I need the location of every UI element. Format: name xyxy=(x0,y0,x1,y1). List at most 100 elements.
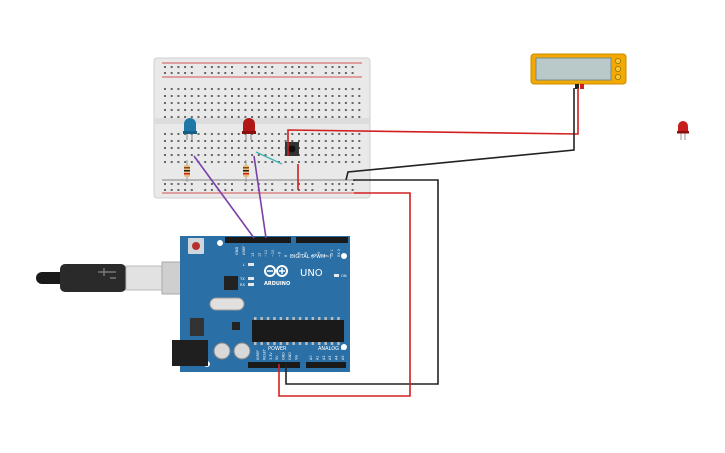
breadboard-hole[interactable] xyxy=(224,95,227,97)
breadboard-hole[interactable] xyxy=(318,154,321,156)
breadboard-hole[interactable] xyxy=(344,189,347,191)
breadboard-hole[interactable] xyxy=(304,109,307,111)
breadboard-hole[interactable] xyxy=(170,66,173,68)
breadboard-hole[interactable] xyxy=(298,189,300,191)
breadboard-hole[interactable] xyxy=(190,72,193,74)
breadboard-hole[interactable] xyxy=(184,95,187,97)
breadboard-hole[interactable] xyxy=(164,133,166,135)
breadboard-hole[interactable] xyxy=(164,140,166,142)
breadboard-hole[interactable] xyxy=(318,116,321,118)
breadboard-hole[interactable] xyxy=(271,109,274,111)
breadboard-hole[interactable] xyxy=(358,161,361,163)
breadboard-hole[interactable] xyxy=(184,109,187,111)
breadboard-hole[interactable] xyxy=(170,147,173,149)
breadboard-hole[interactable] xyxy=(204,88,207,90)
breadboard-hole[interactable] xyxy=(217,147,220,149)
breadboard-hole[interactable] xyxy=(231,66,233,68)
breadboard-hole[interactable] xyxy=(331,161,334,163)
breadboard-hole[interactable] xyxy=(237,102,240,104)
breadboard-hole[interactable] xyxy=(277,147,280,149)
breadboard-hole[interactable] xyxy=(177,189,180,191)
breadboard-hole[interactable] xyxy=(318,95,321,97)
breadboard-hole[interactable] xyxy=(251,189,254,191)
breadboard-hole[interactable] xyxy=(217,154,220,156)
breadboard-hole[interactable] xyxy=(197,133,200,135)
breadboard-hole[interactable] xyxy=(184,116,187,118)
breadboard-hole[interactable] xyxy=(164,116,166,118)
breadboard-hole[interactable] xyxy=(298,140,300,142)
breadboard-hole[interactable] xyxy=(344,147,347,149)
breadboard-hole[interactable] xyxy=(331,183,334,185)
breadboard-hole[interactable] xyxy=(264,66,267,68)
breadboard-hole[interactable] xyxy=(237,109,240,111)
breadboard-hole[interactable] xyxy=(204,133,207,135)
breadboard-hole[interactable] xyxy=(170,140,173,142)
breadboard-hole[interactable] xyxy=(177,154,180,156)
breadboard-hole[interactable] xyxy=(224,66,227,68)
breadboard-hole[interactable] xyxy=(177,109,180,111)
breadboard-hole[interactable] xyxy=(277,109,280,111)
breadboard-hole[interactable] xyxy=(318,147,321,149)
usb-cable[interactable] xyxy=(36,261,185,295)
breadboard-hole[interactable] xyxy=(358,154,361,156)
breadboard-hole[interactable] xyxy=(304,102,307,104)
analog-header[interactable] xyxy=(306,362,346,368)
breadboard-hole[interactable] xyxy=(284,161,287,163)
breadboard-hole[interactable] xyxy=(264,116,267,118)
breadboard-hole[interactable] xyxy=(237,161,240,163)
breadboard-hole[interactable] xyxy=(210,72,213,74)
breadboard-hole[interactable] xyxy=(351,133,354,135)
breadboard-hole[interactable] xyxy=(324,95,327,97)
breadboard-hole[interactable] xyxy=(224,189,227,191)
breadboard-hole[interactable] xyxy=(318,133,321,135)
breadboard-hole[interactable] xyxy=(271,133,274,135)
breadboard-hole[interactable] xyxy=(338,88,341,90)
breadboard-hole[interactable] xyxy=(190,140,193,142)
breadboard-hole[interactable] xyxy=(304,183,307,185)
breadboard-hole[interactable] xyxy=(197,154,200,156)
wire-teal[interactable] xyxy=(255,151,283,165)
breadboard-hole[interactable] xyxy=(257,147,260,149)
breadboard-hole[interactable] xyxy=(271,147,274,149)
breadboard-hole[interactable] xyxy=(231,133,233,135)
breadboard-hole[interactable] xyxy=(324,109,327,111)
breadboard-hole[interactable] xyxy=(351,109,354,111)
breadboard-hole[interactable] xyxy=(244,183,247,185)
breadboard-hole[interactable] xyxy=(331,189,334,191)
breadboard-hole[interactable] xyxy=(177,88,180,90)
multimeter-mode-v[interactable] xyxy=(615,66,621,72)
breadboard-hole[interactable] xyxy=(170,72,173,74)
breadboard-hole[interactable] xyxy=(210,88,213,90)
loose-red-led[interactable] xyxy=(677,121,689,140)
breadboard-hole[interactable] xyxy=(184,189,187,191)
breadboard-hole[interactable] xyxy=(190,95,193,97)
breadboard-hole[interactable] xyxy=(311,133,314,135)
breadboard-hole[interactable] xyxy=(231,109,233,111)
breadboard-hole[interactable] xyxy=(264,189,267,191)
breadboard-hole[interactable] xyxy=(271,88,274,90)
breadboard-hole[interactable] xyxy=(291,102,294,104)
breadboard-hole[interactable] xyxy=(324,140,327,142)
breadboard-hole[interactable] xyxy=(331,72,334,74)
breadboard-hole[interactable] xyxy=(164,95,166,97)
multimeter[interactable] xyxy=(530,53,627,89)
breadboard-hole[interactable] xyxy=(277,88,280,90)
breadboard-hole[interactable] xyxy=(358,116,361,118)
breadboard-hole[interactable] xyxy=(164,147,166,149)
breadboard-hole[interactable] xyxy=(177,66,180,68)
breadboard-hole[interactable] xyxy=(318,109,321,111)
breadboard-hole[interactable] xyxy=(331,109,334,111)
breadboard-hole[interactable] xyxy=(311,154,314,156)
breadboard-hole[interactable] xyxy=(271,140,274,142)
breadboard-hole[interactable] xyxy=(304,88,307,90)
breadboard-hole[interactable] xyxy=(291,72,294,74)
breadboard-hole[interactable] xyxy=(224,183,227,185)
breadboard-hole[interactable] xyxy=(184,66,187,68)
breadboard-hole[interactable] xyxy=(204,183,207,185)
breadboard-hole[interactable] xyxy=(338,133,341,135)
breadboard-hole[interactable] xyxy=(277,140,280,142)
breadboard-hole[interactable] xyxy=(358,133,361,135)
breadboard-hole[interactable] xyxy=(351,66,354,68)
breadboard-hole[interactable] xyxy=(277,154,280,156)
breadboard-hole[interactable] xyxy=(244,140,247,142)
